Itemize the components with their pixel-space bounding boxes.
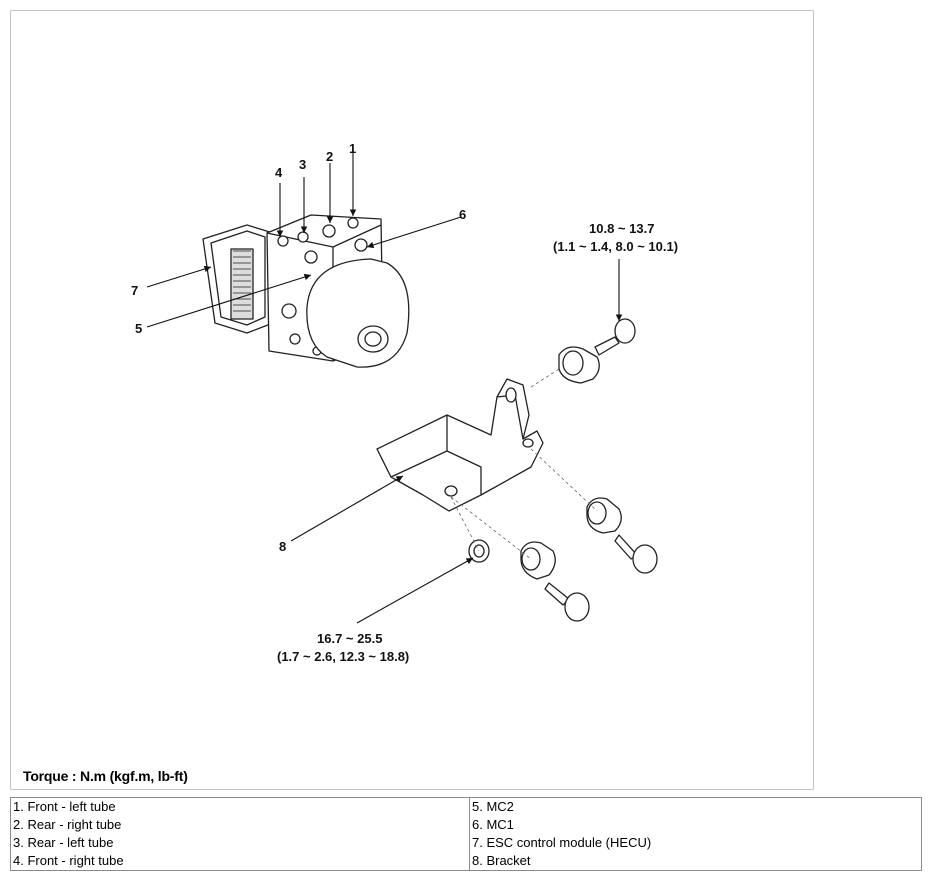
callout-8: 8: [279, 539, 286, 554]
torque-top-nm: 10.8 ~ 13.7: [589, 221, 654, 236]
legend-item: 8. Bracket: [469, 852, 922, 871]
figure-frame: 1 2 3 4 5 6 7 8 10.8 ~ 13.7 (1.1 ~ 1.4, …: [10, 10, 814, 790]
torque-bottom-nm: 16.7 ~ 25.5: [317, 631, 382, 646]
callout-3: 3: [299, 157, 306, 172]
esc-assembly-diagram: 1 2 3 4 5 6 7 8 10.8 ~ 13.7 (1.1 ~ 1.4, …: [131, 141, 678, 664]
hecu-module: [202, 224, 274, 334]
table-row: 3. Rear - left tube 7. ESC control modul…: [11, 834, 922, 852]
bushing-top: [558, 346, 600, 384]
table-row: 1. Front - left tube 5. MC2: [11, 797, 922, 816]
callout-6: 6: [459, 207, 466, 222]
legend-item: 4. Front - right tube: [13, 853, 124, 868]
callout-4: 4: [275, 165, 283, 180]
table-row: 4. Front - right tube 8. Bracket: [11, 852, 922, 871]
legend-item: 3. Rear - left tube: [13, 835, 114, 850]
torque-unit-note: Torque : N.m (kgf.m, lb-ft): [23, 768, 188, 784]
torque-top-alt: (1.1 ~ 1.4, 8.0 ~ 10.1): [553, 239, 678, 254]
legend-item: 7. ESC control module (HECU): [469, 834, 922, 852]
legend-item: 1. Front - left tube: [13, 799, 116, 814]
callout-1: 1: [349, 141, 356, 156]
bolt-lower: [544, 582, 590, 622]
bracket: [376, 378, 544, 512]
callout-5: 5: [135, 321, 142, 336]
parts-legend-table: 1. Front - left tube 5. MC2 2. Rear - ri…: [10, 797, 922, 871]
bushing-right: [586, 497, 622, 534]
bolt-top: [594, 318, 636, 356]
legend-item: 5. MC2: [469, 797, 922, 816]
legend-item: 6. MC1: [469, 816, 922, 834]
table-row: 2. Rear - right tube 6. MC1: [11, 816, 922, 834]
callout-7: 7: [131, 283, 138, 298]
legend-item: 2. Rear - right tube: [13, 817, 122, 832]
bolt-right: [614, 534, 658, 574]
torque-bottom-alt: (1.7 ~ 2.6, 12.3 ~ 18.8): [277, 649, 409, 664]
callout-2: 2: [326, 149, 333, 164]
motor: [306, 258, 410, 368]
bushing-lower: [520, 541, 556, 580]
